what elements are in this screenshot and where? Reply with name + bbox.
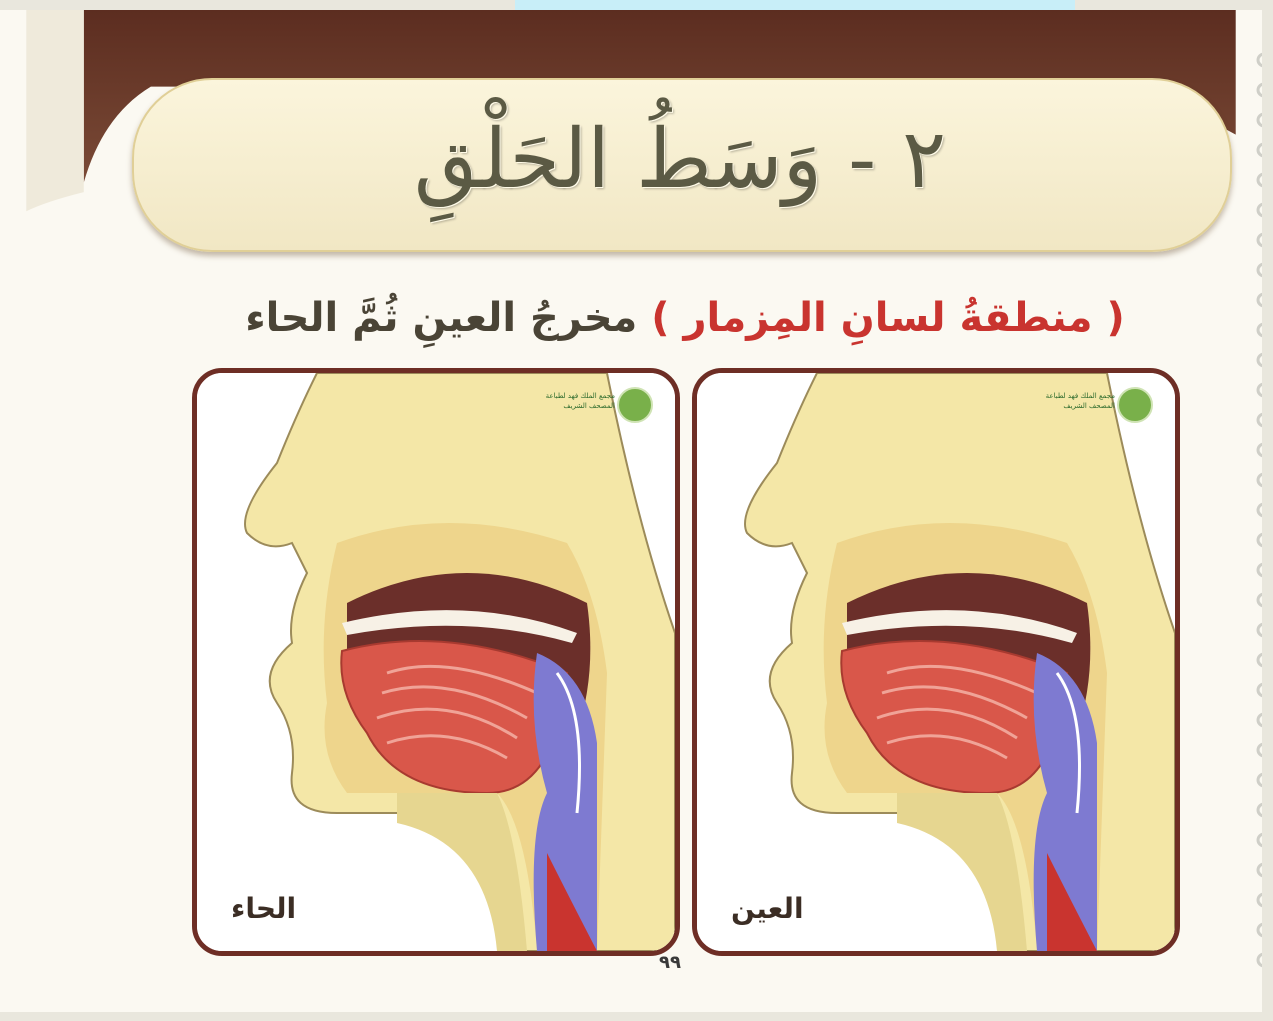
- subtitle-rest: مخرجُ العينِ ثُمَّ الحاء: [245, 295, 637, 341]
- subtitle-open-paren: (: [1107, 295, 1125, 341]
- throat-diagram-haa: [197, 373, 675, 951]
- panel-label-ain: العين: [731, 892, 804, 925]
- subtitle-close-paren: ): [651, 295, 669, 341]
- panel-haa: مجمع الملك فهد لطباعة المصحف الشريف الحا…: [192, 368, 680, 956]
- logo-text: مجمع الملك فهد لطباعة المصحف الشريف: [525, 391, 615, 417]
- publisher-logo: مجمع الملك فهد لطباعة المصحف الشريف: [523, 387, 653, 427]
- subtitle: ( منطقةُ لسانِ المِزمار ) مخرجُ العينِ ث…: [220, 290, 1150, 346]
- publisher-logo: مجمع الملك فهد لطباعة المصحف الشريف: [1023, 387, 1153, 427]
- logo-emblem-icon: [617, 387, 653, 423]
- spiral-binding: [1256, 50, 1262, 990]
- throat-diagram-ain: [697, 373, 1175, 951]
- logo-emblem-icon: [1117, 387, 1153, 423]
- logo-text: مجمع الملك فهد لطباعة المصحف الشريف: [1025, 391, 1115, 417]
- book-page: ٢ - وَسَطُ الحَلْقِ ( منطقةُ لسانِ المِز…: [0, 10, 1262, 1012]
- subtitle-region: منطقةُ لسانِ المِزمار: [683, 295, 1092, 341]
- panel-ain: مجمع الملك فهد لطباعة المصحف الشريف العي…: [692, 368, 1180, 956]
- panel-label-haa: الحاء: [231, 892, 296, 925]
- page-title: ٢ - وَسَطُ الحَلْقِ: [200, 95, 1160, 225]
- page-number: ٩٩: [640, 952, 700, 973]
